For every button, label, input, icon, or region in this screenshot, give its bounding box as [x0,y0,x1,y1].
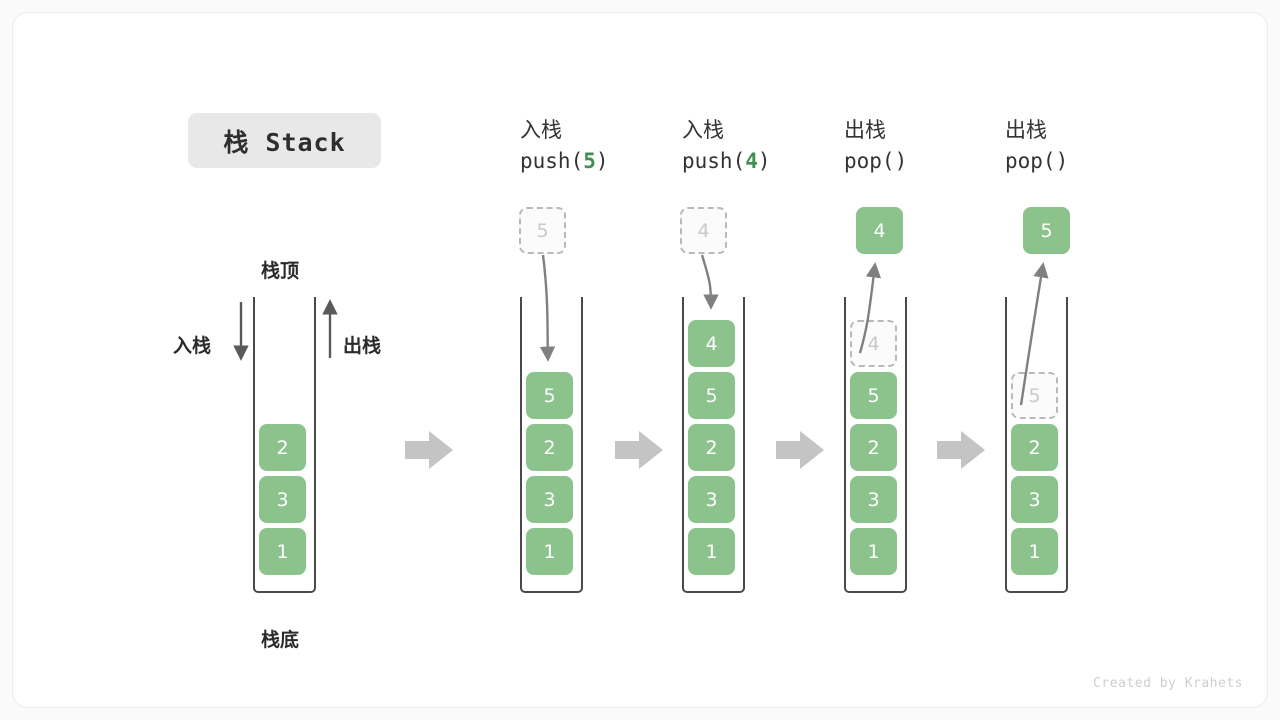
stack-cell: 2 [526,424,573,471]
stack-cell: 3 [688,476,735,523]
stack-cell: 3 [850,476,897,523]
stack-cell: 2 [850,424,897,471]
stack-cell: 2 [259,424,306,471]
column-header-cn: 入栈 [520,118,562,142]
column-header-pop-4: 出栈 pop() [844,115,1024,177]
stack-cell: 1 [1011,528,1058,575]
stack-container-initial [253,297,316,593]
step-arrow-3 [776,431,824,469]
label-stack-top: 栈顶 [261,260,300,282]
stack-cell-vacated: 5 [1011,372,1058,419]
incoming-item: 4 [680,207,727,254]
credit-text: Created by Krahets [1093,676,1243,691]
column-header-code: pop() [1005,149,1069,173]
step-arrow-4 [937,431,985,469]
stack-cell: 1 [526,528,573,575]
step-arrow-2 [615,431,663,469]
diagram-canvas: 栈 Stack 栈顶 栈底 入栈 出栈 2 3 1 入栈 push(5) 5 5… [12,12,1268,708]
step-arrow-1 [405,431,453,469]
column-header-cn: 出栈 [844,118,886,142]
stack-cell: 5 [688,372,735,419]
label-stack-bottom: 栈底 [261,629,300,651]
stack-cell-vacated: 4 [850,320,897,367]
label-push-side: 入栈 [173,335,212,357]
stack-container-push-5 [520,297,583,593]
stack-cell: 3 [1011,476,1058,523]
column-header-cn: 入栈 [682,118,724,142]
stack-cell: 1 [850,528,897,575]
page-title: 栈 Stack [188,113,381,168]
stack-container-pop-4 [844,297,907,593]
column-header-pop-5: 出栈 pop() [1005,115,1185,177]
stack-container-push-4 [682,297,745,593]
popped-item: 5 [1023,207,1070,254]
stack-cell: 1 [259,528,306,575]
stack-cell: 2 [1011,424,1058,471]
stack-cell: 3 [259,476,306,523]
stack-cell: 5 [850,372,897,419]
column-header-push-5: 入栈 push(5) [520,115,700,177]
stack-cell: 1 [688,528,735,575]
column-header-code: push(4) [682,149,771,173]
popped-item: 4 [856,207,903,254]
stack-cell: 4 [688,320,735,367]
column-header-push-4: 入栈 push(4) [682,115,862,177]
column-header-cn: 出栈 [1005,118,1047,142]
stack-cell: 5 [526,372,573,419]
stack-cell: 3 [526,476,573,523]
stack-container-pop-5 [1005,297,1068,593]
column-header-code: push(5) [520,149,609,173]
label-pop-side: 出栈 [343,335,382,357]
incoming-item: 5 [519,207,566,254]
column-header-code: pop() [844,149,908,173]
stack-cell: 2 [688,424,735,471]
